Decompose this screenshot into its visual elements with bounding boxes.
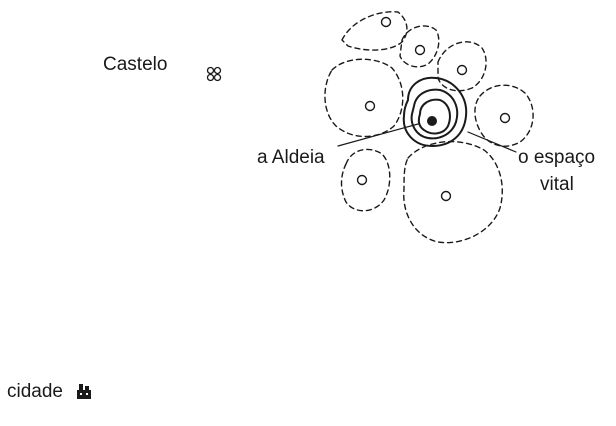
settlement-1 [382, 18, 391, 27]
satellite-settlements [358, 18, 510, 201]
territory-top-left [342, 12, 407, 50]
settlement-6 [358, 176, 367, 185]
vital-space-label-line1: o espaço [518, 148, 595, 167]
territory-left [325, 59, 403, 136]
village-pointer-line [338, 124, 418, 146]
vital-space-contours [404, 78, 466, 146]
settlement-4 [366, 102, 375, 111]
vital-space-label-line2: vital [540, 175, 574, 194]
village-label: a Aldeia [257, 148, 325, 167]
vital-space-pointer-line [468, 132, 516, 152]
village-dot [427, 116, 437, 126]
settlement-5 [501, 114, 510, 123]
settlement-2 [416, 46, 425, 55]
castle-symbol-icon [208, 68, 221, 81]
satellite-territories [325, 12, 533, 243]
vital-space-inner [419, 100, 450, 134]
city-label: cidade [7, 382, 63, 401]
settlement-3 [458, 66, 467, 75]
city-symbol-icon [77, 384, 91, 399]
settlement-7 [442, 192, 451, 201]
castle-label: Castelo [103, 55, 167, 74]
territory-bottom-large [404, 142, 503, 243]
